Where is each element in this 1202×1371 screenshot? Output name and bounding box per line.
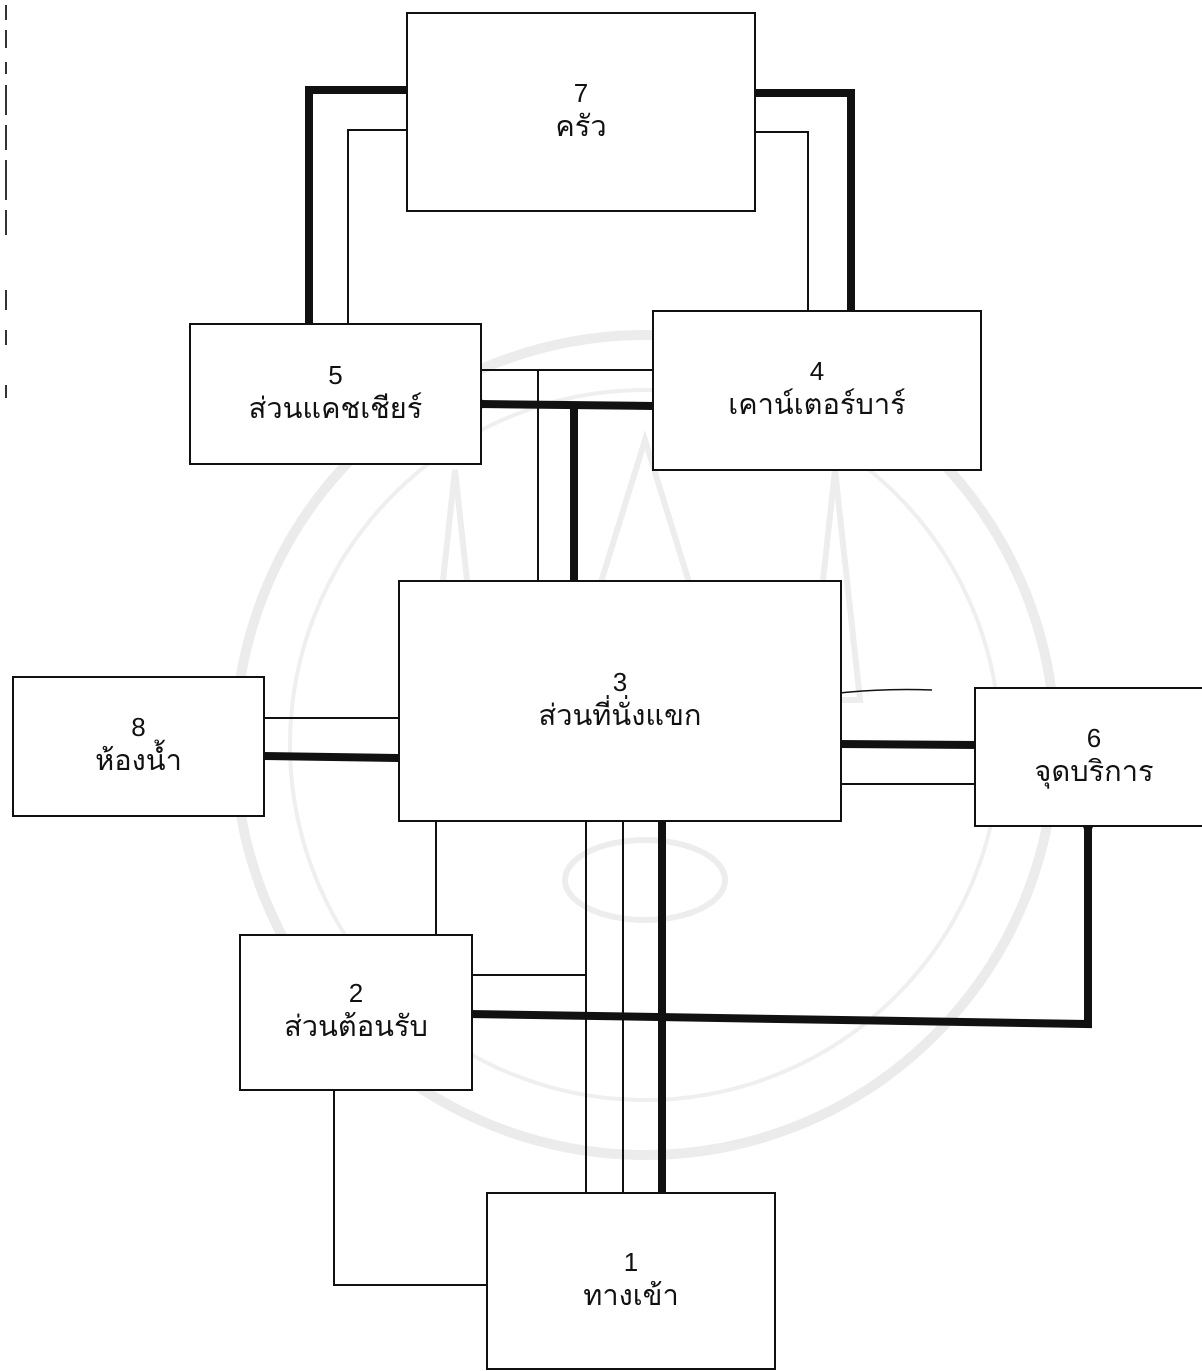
node-label: ครัว (555, 110, 607, 143)
link-7-4-thick (752, 89, 855, 314)
node-label: ส่วนต้อนรับ (284, 1011, 428, 1044)
link-8-3-thick (263, 752, 399, 762)
link-7-5-thin (347, 129, 408, 324)
node-label: เคาน์เตอร์บาร์ (728, 389, 906, 422)
node-number: 1 (623, 1246, 639, 1277)
node-8-restroom: 8 ห้องน้ำ (12, 676, 265, 817)
link-5-4-thick (479, 400, 656, 410)
node-number: 5 (328, 359, 343, 390)
node-5-cashier: 5 ส่วนแคชเชียร์ (189, 323, 482, 465)
node-7-kitchen: 7 ครัว (406, 12, 756, 212)
link-7-4-thin (754, 131, 809, 312)
link-7-5-thick (305, 86, 410, 326)
node-2-reception: 2 ส่วนต้อนรับ (239, 934, 473, 1091)
node-number: 2 (348, 978, 364, 1009)
node-number: 6 (1086, 722, 1102, 753)
node-6-service-point: 6 จุดบริการ (974, 687, 1202, 827)
node-1-entrance: 1 ทางเข้า (486, 1192, 776, 1370)
node-number: 7 (573, 77, 589, 108)
node-number: 4 (809, 356, 825, 387)
node-label: ส่วนแคชเชียร์ (248, 392, 423, 425)
node-label: ทางเข้า (583, 1279, 679, 1312)
link-2-1-thin (333, 1090, 487, 1286)
node-3-guest-seating: 3 ส่วนที่นั่งแขก (398, 580, 842, 822)
node-label: ส่วนที่นั่งแขก (538, 699, 702, 732)
node-label: จุดบริการ (1034, 755, 1154, 788)
node-4-bar-counter: 4 เคาน์เตอร์บาร์ (652, 310, 982, 471)
link-2-6-thick (469, 826, 1092, 1029)
link-3-6-thick (837, 740, 978, 749)
node-label: ห้องน้ำ (95, 745, 182, 778)
thick-connectors (263, 86, 1092, 1195)
node-number: 3 (612, 666, 628, 697)
node-number: 8 (131, 712, 146, 743)
